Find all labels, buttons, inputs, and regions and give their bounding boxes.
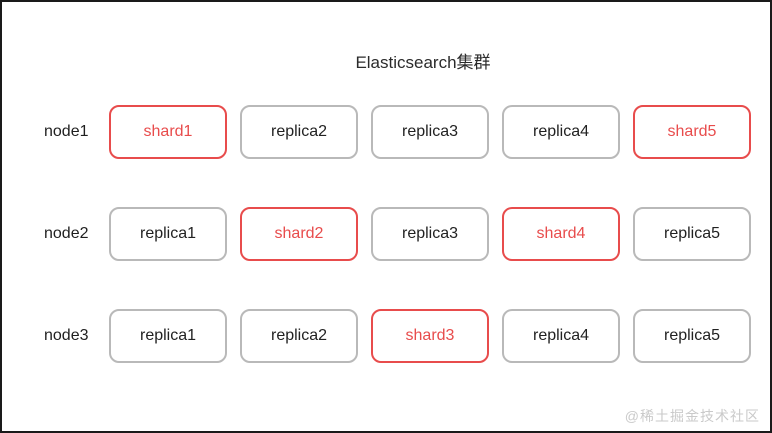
shard-cell: replica2: [240, 309, 358, 363]
shard-cell: shard5: [633, 105, 751, 159]
shard-cell: shard3: [371, 309, 489, 363]
node-label: node1: [44, 123, 89, 140]
shard-cell: replica5: [633, 207, 751, 261]
shard-cell: replica3: [371, 207, 489, 261]
node-row: node3 replica1 replica2 shard3 replica4 …: [2, 307, 770, 365]
node-row: node2 replica1 shard2 replica3 shard4 re…: [2, 205, 770, 263]
shard-cell: replica2: [240, 105, 358, 159]
shard-cell: replica4: [502, 105, 620, 159]
shard-cell: replica1: [109, 207, 227, 261]
shard-cell: replica5: [633, 309, 751, 363]
shard-cell: replica4: [502, 309, 620, 363]
node-label: node2: [44, 225, 89, 242]
diagram-title: Elasticsearch集群: [355, 53, 491, 72]
shard-cell: replica1: [109, 309, 227, 363]
shard-cell: shard2: [240, 207, 358, 261]
cluster-rows: node1 shard1 replica2 replica3 replica4 …: [2, 103, 770, 365]
shard-cell: shard1: [109, 105, 227, 159]
node-label: node3: [44, 327, 89, 344]
node-row: node1 shard1 replica2 replica3 replica4 …: [2, 103, 770, 161]
watermark: @稀土掘金技术社区: [624, 408, 760, 424]
shard-cell: replica3: [371, 105, 489, 159]
shard-cell: shard4: [502, 207, 620, 261]
